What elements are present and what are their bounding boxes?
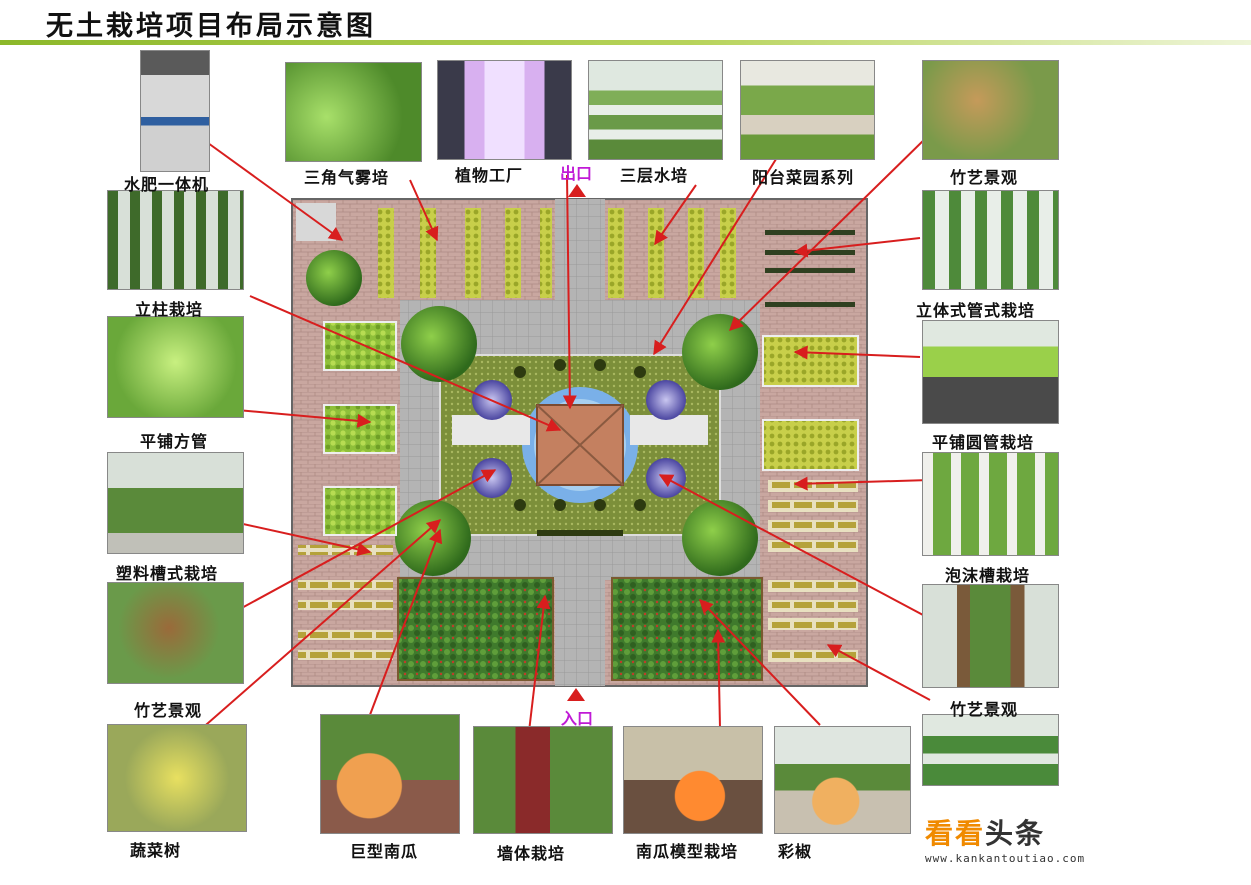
label-flat-round-pipe: 平铺圆管栽培 bbox=[932, 433, 1035, 452]
watermark-brand-a: 看看 bbox=[925, 817, 986, 850]
colored-pepper-photo bbox=[774, 726, 911, 834]
label-flat-square-pipe: 平铺方管 bbox=[140, 432, 209, 451]
exit-marker: 出口 bbox=[560, 164, 593, 183]
foam-trough-photo bbox=[922, 452, 1059, 556]
label-foam-trough: 泡沫槽栽培 bbox=[945, 566, 1031, 585]
bamboo-landscape-right-photo bbox=[922, 584, 1059, 688]
flat-round-pipe-photo bbox=[922, 320, 1059, 424]
three-layer-hydroponics-photo bbox=[588, 60, 723, 160]
watermark-url: www.kankantoutiao.com bbox=[925, 852, 1086, 865]
triangle-aeroponics-photo bbox=[285, 62, 422, 162]
plant-factory-photo bbox=[437, 60, 572, 160]
greenhouse-extra-photo bbox=[922, 714, 1059, 786]
label-bamboo-landscape-left: 竹艺景观 bbox=[134, 701, 203, 720]
title-underline bbox=[0, 40, 1251, 45]
label-balcony-garden: 阳台菜园系列 bbox=[752, 168, 855, 187]
label-three-layer-hydroponics: 三层水培 bbox=[620, 166, 689, 185]
bamboo-landscape-top-photo bbox=[922, 60, 1059, 160]
balcony-garden-photo bbox=[740, 60, 875, 160]
label-plastic-trough: 塑料槽式栽培 bbox=[116, 564, 219, 583]
giant-pumpkin-photo bbox=[320, 714, 460, 834]
pumpkin-model-photo bbox=[623, 726, 763, 834]
label-bamboo-landscape-top: 竹艺景观 bbox=[950, 168, 1019, 187]
label-fertigation-machine: 水肥一体机 bbox=[124, 175, 210, 194]
bamboo-landscape-left-photo bbox=[107, 582, 244, 684]
label-column-cultivation: 立柱栽培 bbox=[135, 300, 204, 319]
page-title: 无土栽培项目布局示意图 bbox=[46, 11, 376, 42]
fertigation-machine-photo bbox=[140, 50, 210, 172]
entrance-triangle bbox=[567, 688, 585, 701]
watermark-brand-b: 头条 bbox=[985, 817, 1046, 850]
plastic-trough-photo bbox=[107, 452, 244, 554]
label-giant-pumpkin: 巨型南瓜 bbox=[350, 842, 419, 861]
label-colored-pepper: 彩椒 bbox=[778, 842, 813, 861]
entrance-marker: 入口 bbox=[561, 709, 594, 728]
label-bamboo-landscape-right: 竹艺景观 bbox=[950, 700, 1019, 719]
vegetable-tree-photo bbox=[107, 724, 247, 832]
label-pumpkin-model: 南瓜模型栽培 bbox=[636, 842, 739, 861]
label-wall-cultivation: 墙体栽培 bbox=[497, 844, 566, 863]
label-triangle-aeroponics: 三角气雾培 bbox=[304, 168, 390, 187]
exit-triangle bbox=[568, 184, 586, 197]
label-vertical-pipe: 立体式管式栽培 bbox=[916, 301, 1036, 320]
column-cultivation-photo bbox=[107, 190, 244, 290]
flat-square-pipe-photo bbox=[107, 316, 244, 418]
label-vegetable-tree: 蔬菜树 bbox=[130, 841, 182, 860]
wall-cultivation-photo bbox=[473, 726, 613, 834]
vertical-pipe-photo bbox=[922, 190, 1059, 290]
watermark: 看看头条 www.kankantoutiao.com bbox=[925, 812, 1085, 865]
label-plant-factory: 植物工厂 bbox=[455, 166, 524, 185]
